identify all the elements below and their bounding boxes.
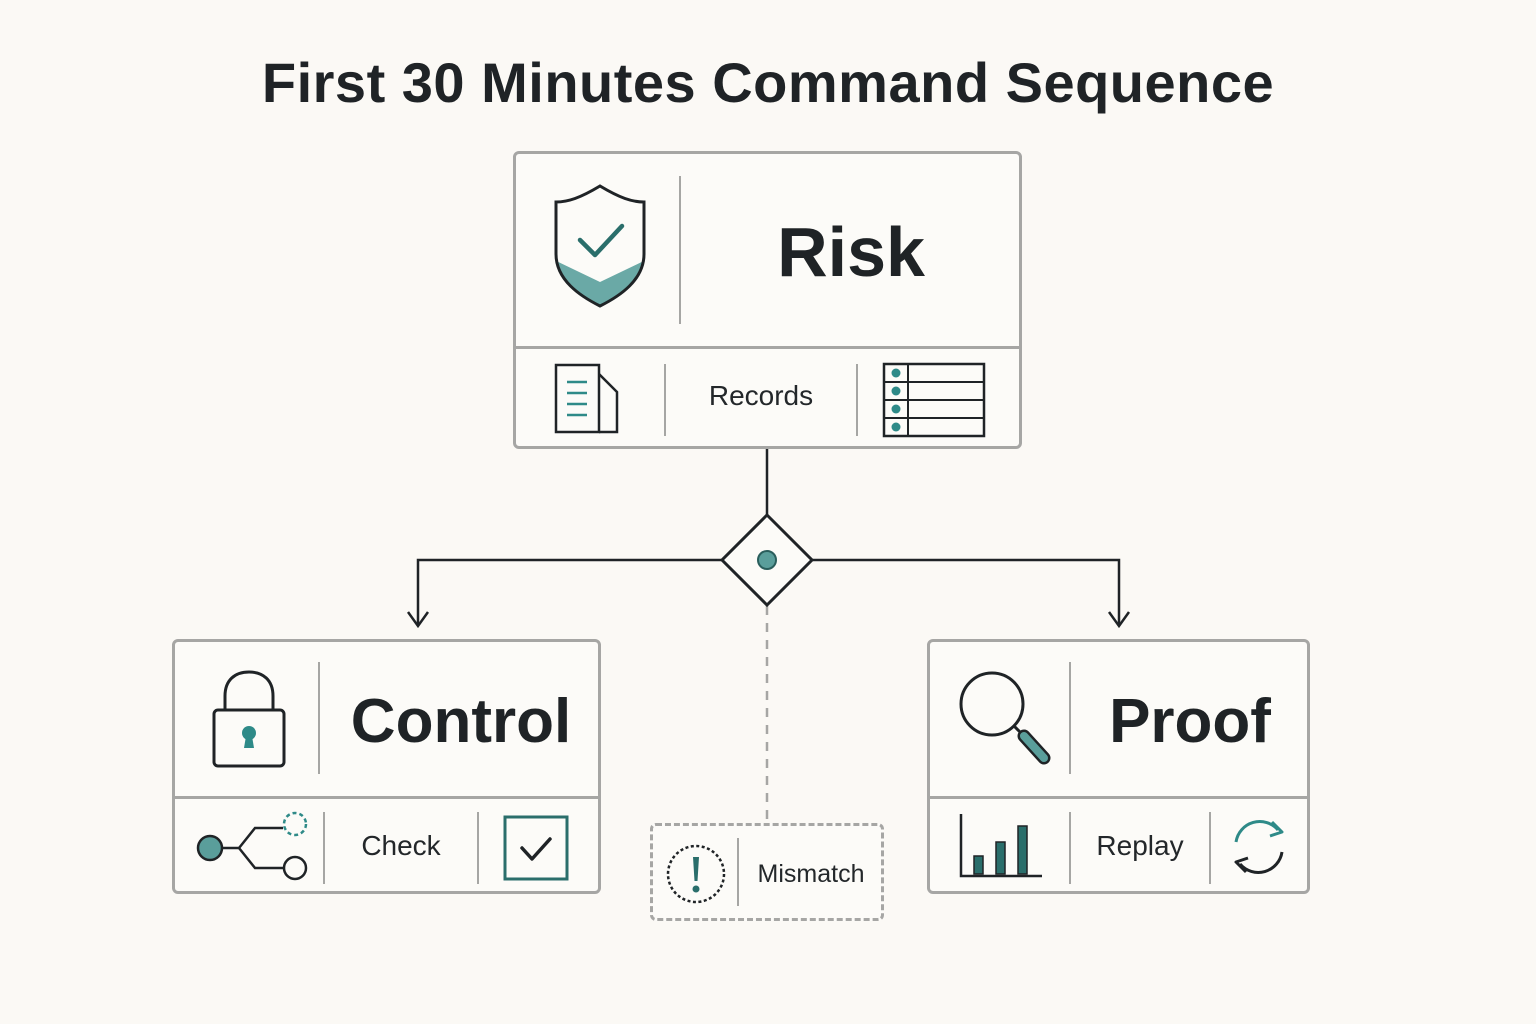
mismatch-label: Mismatch (757, 860, 865, 888)
document-icon (554, 363, 619, 434)
control-card[interactable]: Control Check (172, 639, 601, 894)
proof-label: Proof (1109, 687, 1271, 756)
control-label: Control (350, 687, 572, 756)
branch-nodes-icon (196, 811, 308, 881)
decision-diamond-icon (719, 512, 815, 608)
table-list-icon (882, 362, 986, 438)
warning-circle-icon (666, 844, 726, 904)
mismatch-box[interactable]: Mismatch (650, 823, 884, 921)
decision-to-proof-line (811, 558, 1121, 624)
risk-card[interactable]: Risk Records (513, 151, 1022, 449)
magnifier-icon (959, 671, 1051, 765)
control-sub-label: Check (361, 830, 441, 861)
decision-to-control-line (416, 558, 724, 624)
bar-chart-icon (959, 814, 1042, 878)
control-arrowhead (406, 611, 430, 629)
diagram-title: First 30 Minutes Command Sequence (261, 51, 1275, 114)
shield-check-icon (554, 184, 646, 308)
risk-label: Risk (777, 213, 925, 291)
proof-arrowhead (1107, 611, 1131, 629)
padlock-icon (212, 670, 286, 768)
refresh-icon[interactable] (1226, 814, 1292, 880)
proof-sub-label: Replay (1096, 830, 1184, 861)
checkbox-icon[interactable] (502, 814, 570, 882)
proof-card[interactable]: Proof Replay (927, 639, 1310, 894)
risk-sub-label: Records (708, 380, 814, 411)
